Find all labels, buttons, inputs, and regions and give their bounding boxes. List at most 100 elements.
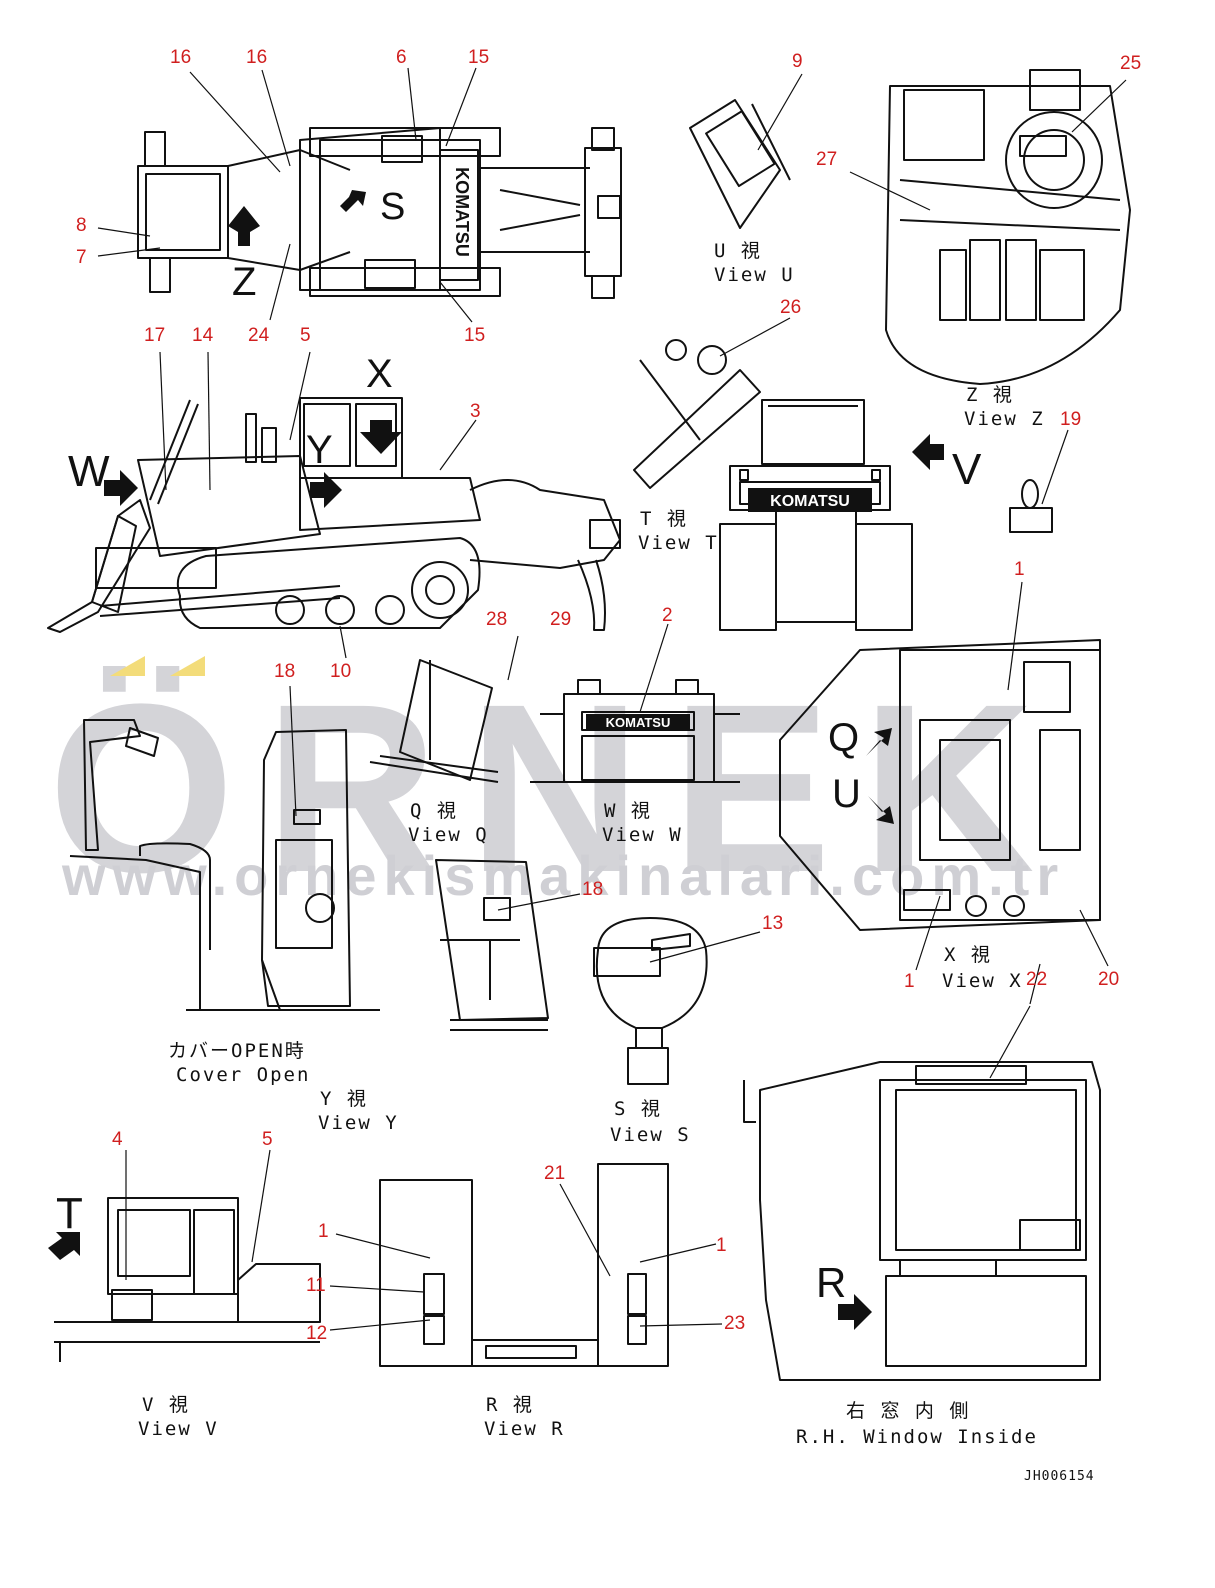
view-letter-w: W [68,447,110,496]
view-s-detail [593,917,708,1085]
view-letter-y: Y [306,428,333,472]
callout-27: 27 [816,149,838,170]
view-letter-u: U [832,772,861,816]
cover-open-detail [69,719,380,1011]
view-letter-r: R [816,1259,847,1306]
callout-25: 25 [1120,53,1142,74]
dozer-top-view [137,127,622,299]
callout-18b: 18 [582,879,604,900]
callout-29: 29 [550,609,572,630]
komatsu-plate-w: KOMATSU [606,715,671,730]
view-x-cab-top [779,639,1101,931]
callout-15b: 15 [464,325,486,346]
view-z-caption-en: View Z [964,408,1045,430]
callout-18a: 18 [274,661,296,682]
view-r-detail [379,1163,669,1367]
view-y-detail [435,859,549,1031]
view-letter-t: T [56,1189,83,1238]
callout-22: 22 [1026,969,1048,990]
watermark-site: www.ornekismakinalari.com.tr [62,844,1066,907]
callout-21: 21 [544,1163,566,1184]
view-t-detail [633,339,761,489]
callout-15a: 15 [468,47,490,68]
callout-3: 3 [470,401,481,422]
view-letter-x: X [366,352,393,396]
view-x-caption-en: View X [942,970,1023,992]
view-x-caption-jp: X 視 [944,944,992,966]
callout-16b: 16 [246,47,268,68]
rh-window-inside [743,1061,1101,1381]
callout-1d: 1 [716,1235,727,1256]
callout-16a: 16 [170,47,192,68]
view-r-caption-en: View R [484,1418,565,1440]
rh-window-caption-en: R.H. Window Inside [796,1426,1038,1448]
watermark-brand: ÖRNEK [48,654,1065,922]
callout-14: 14 [192,325,214,346]
callout-1c: 1 [318,1221,329,1242]
view-s-caption-jp: S 視 [614,1098,662,1120]
view-q-detail [369,659,499,783]
callout-10: 10 [330,661,352,682]
callout-12: 12 [306,1323,328,1344]
view-u-caption-en: View U [714,264,795,286]
view-v-detail [54,1197,321,1362]
callout-26: 26 [780,297,802,318]
view-r-caption-jp: R 視 [486,1394,534,1416]
view-u-detail [689,99,791,229]
callout-7: 7 [76,247,87,268]
callout-17: 17 [144,325,166,346]
svg-text:KOMATSU: KOMATSU [452,167,472,257]
komatsu-plate-top: KOMATSU [452,167,472,257]
view-z-engine [885,69,1131,385]
callout-20: 20 [1098,969,1120,990]
view-t-caption-en: View T [638,532,719,554]
view-w-caption-en: View W [602,824,683,846]
watermark-accent-icon [110,656,205,676]
view-t-caption-jp: T 視 [640,508,688,530]
label-19-plate [1009,507,1053,533]
leader-lines [97,67,1127,1331]
view-q-caption-jp: Q 視 [410,800,458,822]
callout-2: 2 [662,605,673,626]
callout-24: 24 [248,325,270,346]
view-letter-s: S [380,186,406,228]
view-y-caption-en: View Y [318,1112,399,1134]
callout-23: 23 [724,1313,746,1334]
view-letter-v: V [952,445,982,494]
view-letter-q: Q [828,716,860,760]
callout-19: 19 [1060,409,1082,430]
drawing-id: JH006154 [1024,1469,1095,1484]
view-s-caption-en: View S [610,1124,691,1146]
view-w-caption-jp: W 視 [604,800,652,822]
callout-13: 13 [762,913,784,934]
callout-1b: 1 [904,971,915,992]
callout-9: 9 [792,51,803,72]
callout-1a: 1 [1014,559,1025,580]
callout-4: 4 [112,1129,123,1150]
view-v-caption-en: View V [138,1418,219,1440]
callout-28: 28 [486,609,508,630]
cover-open-caption-jp: カバーOPEN時 [168,1040,306,1062]
cover-open-caption-en: Cover Open [176,1064,311,1086]
callout-11: 11 [306,1275,326,1296]
callout-5b: 5 [262,1129,273,1150]
view-v-caption-jp: V 視 [142,1394,190,1416]
view-q-caption-en: View Q [408,824,489,846]
komatsu-plate-rear-bg [748,488,872,512]
callout-5a: 5 [300,325,311,346]
callout-8: 8 [76,215,87,236]
rh-window-caption-jp: 右 窓 内 側 [846,1400,971,1422]
view-z-caption-jp: Z 視 [966,384,1014,406]
komatsu-plate-rear: KOMATSU [770,493,850,510]
rear-view-dozer [719,399,913,631]
label-19-loop [1021,479,1039,509]
komatsu-plate-w-bg [586,714,690,730]
view-letter-z: Z [232,260,257,304]
view-u-caption-jp: U 視 [714,240,762,262]
view-y-caption-jp: Y 視 [320,1088,368,1110]
dozer-side-view [47,397,621,633]
view-w-detail [530,679,740,783]
callout-6: 6 [396,47,407,68]
